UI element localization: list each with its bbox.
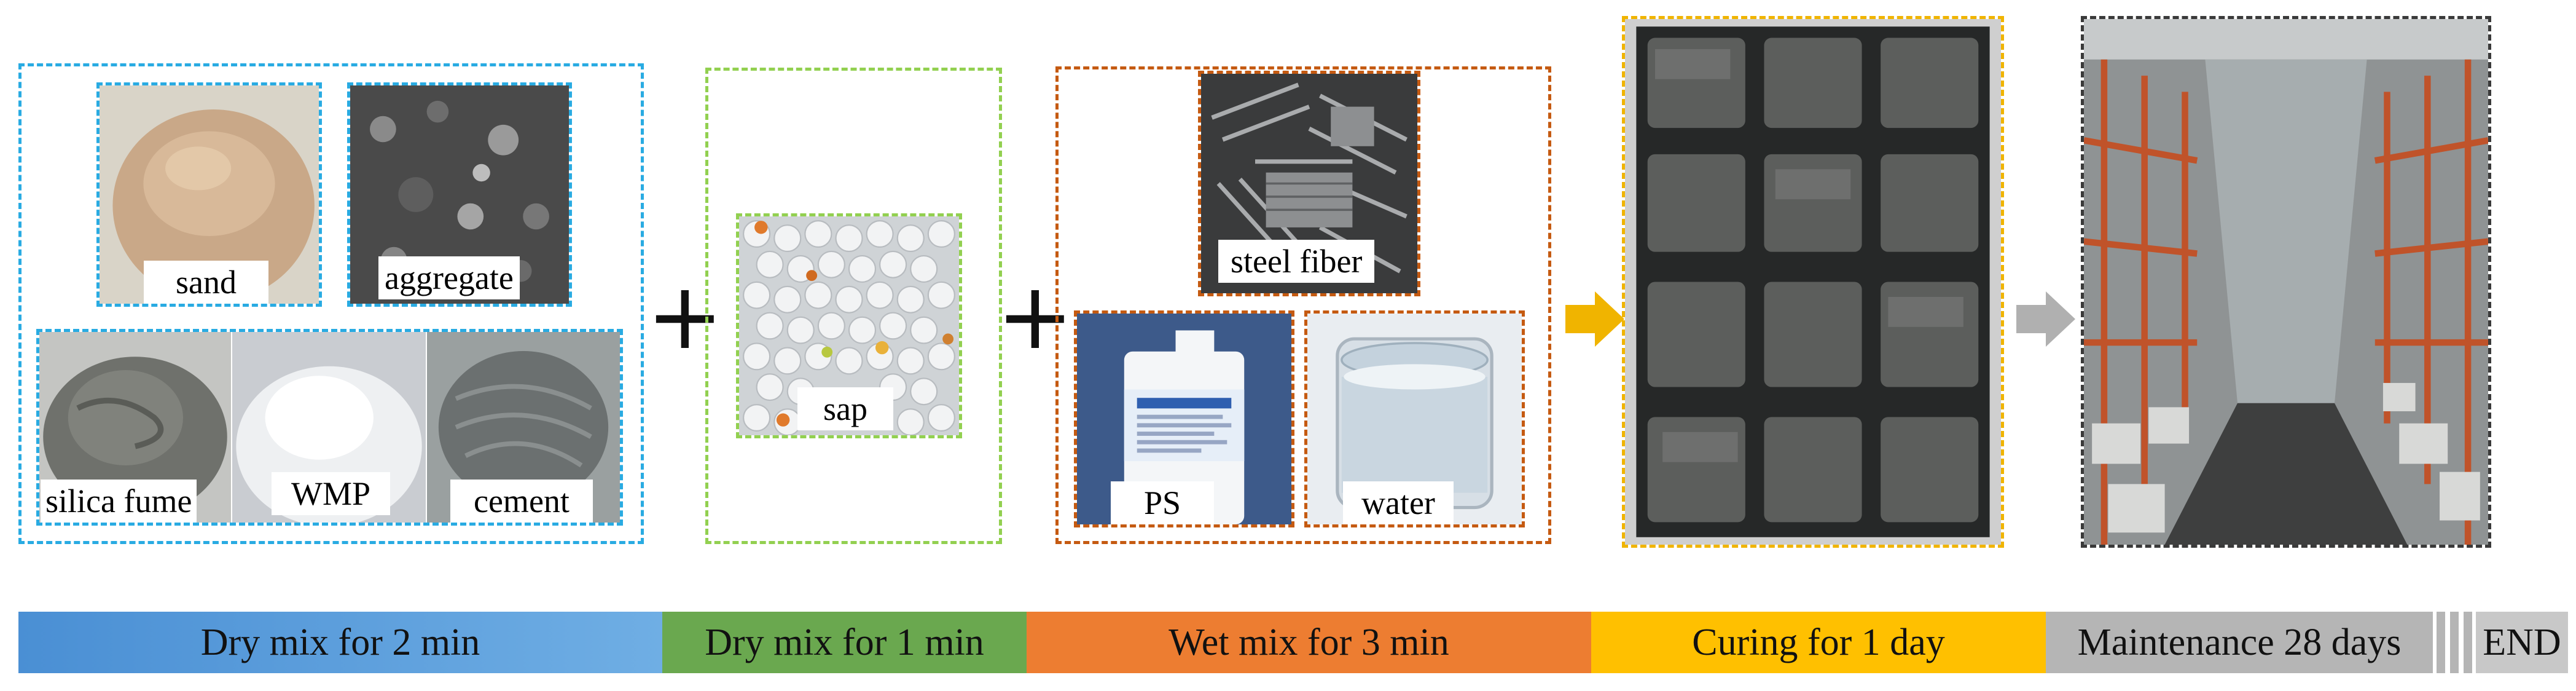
- timeline-dry-1min: Dry mix for 1 min: [662, 612, 1027, 673]
- timeline-maintenance-28days: Maintenance 28 days: [2046, 612, 2433, 673]
- timeline-wet-3min: Wet mix for 3 min: [1027, 612, 1591, 673]
- dry-mix-2min-group: [18, 63, 644, 544]
- sand-label: sand: [144, 261, 268, 304]
- timeline-dry-2min-label: Dry mix for 2 min: [200, 621, 480, 663]
- ps-photo: PS: [1074, 310, 1294, 527]
- timeline-break-marks: [2433, 612, 2476, 673]
- steel-fiber-photo: steel fiber: [1198, 71, 1420, 296]
- silica-fume-photo: silica fume: [39, 332, 231, 523]
- aggregate-photo: aggregate: [347, 82, 572, 307]
- binder-row: [36, 329, 623, 526]
- cement-photo: cement: [427, 332, 620, 523]
- timeline-curing-1day-label: Curing for 1 day: [1692, 621, 1945, 663]
- timeline-dry-2min: Dry mix for 2 min: [18, 612, 662, 673]
- timeline-wet-3min-label: Wet mix for 3 min: [1169, 621, 1449, 663]
- wmp-photo: WMP: [232, 332, 426, 523]
- cement-label: cement: [450, 480, 593, 523]
- timeline-maintenance-28days-label: Maintenance 28 days: [2077, 621, 2402, 663]
- aggregate-label: aggregate: [378, 256, 520, 299]
- sand-photo: sand: [96, 82, 322, 307]
- sap-photo: sap: [736, 213, 962, 438]
- curing-photo: [1622, 16, 2004, 548]
- curing-arrow-icon: [1565, 291, 1624, 347]
- sap-label: sap: [797, 387, 893, 430]
- plus-operator-2: +: [996, 263, 1074, 370]
- timeline-curing-1day: Curing for 1 day: [1591, 612, 2046, 673]
- water-photo: water: [1304, 310, 1525, 527]
- timeline-end-label: END: [2483, 621, 2561, 663]
- wet-mix-3min-group: [1055, 66, 1551, 544]
- plus-operator-1: +: [646, 263, 724, 370]
- water-label: water: [1343, 481, 1454, 524]
- maintenance-arrow-icon: [2016, 291, 2075, 347]
- silica-fume-label: silica fume: [41, 480, 197, 523]
- maintenance-room-photo: [2081, 16, 2491, 548]
- steel-fiber-label: steel fiber: [1218, 240, 1375, 283]
- ps-label: PS: [1111, 481, 1215, 524]
- dry-mix-1min-group: [705, 68, 1002, 544]
- wmp-label: WMP: [272, 472, 391, 515]
- timeline-end: END: [2476, 612, 2568, 673]
- timeline-dry-1min-label: Dry mix for 1 min: [705, 621, 984, 663]
